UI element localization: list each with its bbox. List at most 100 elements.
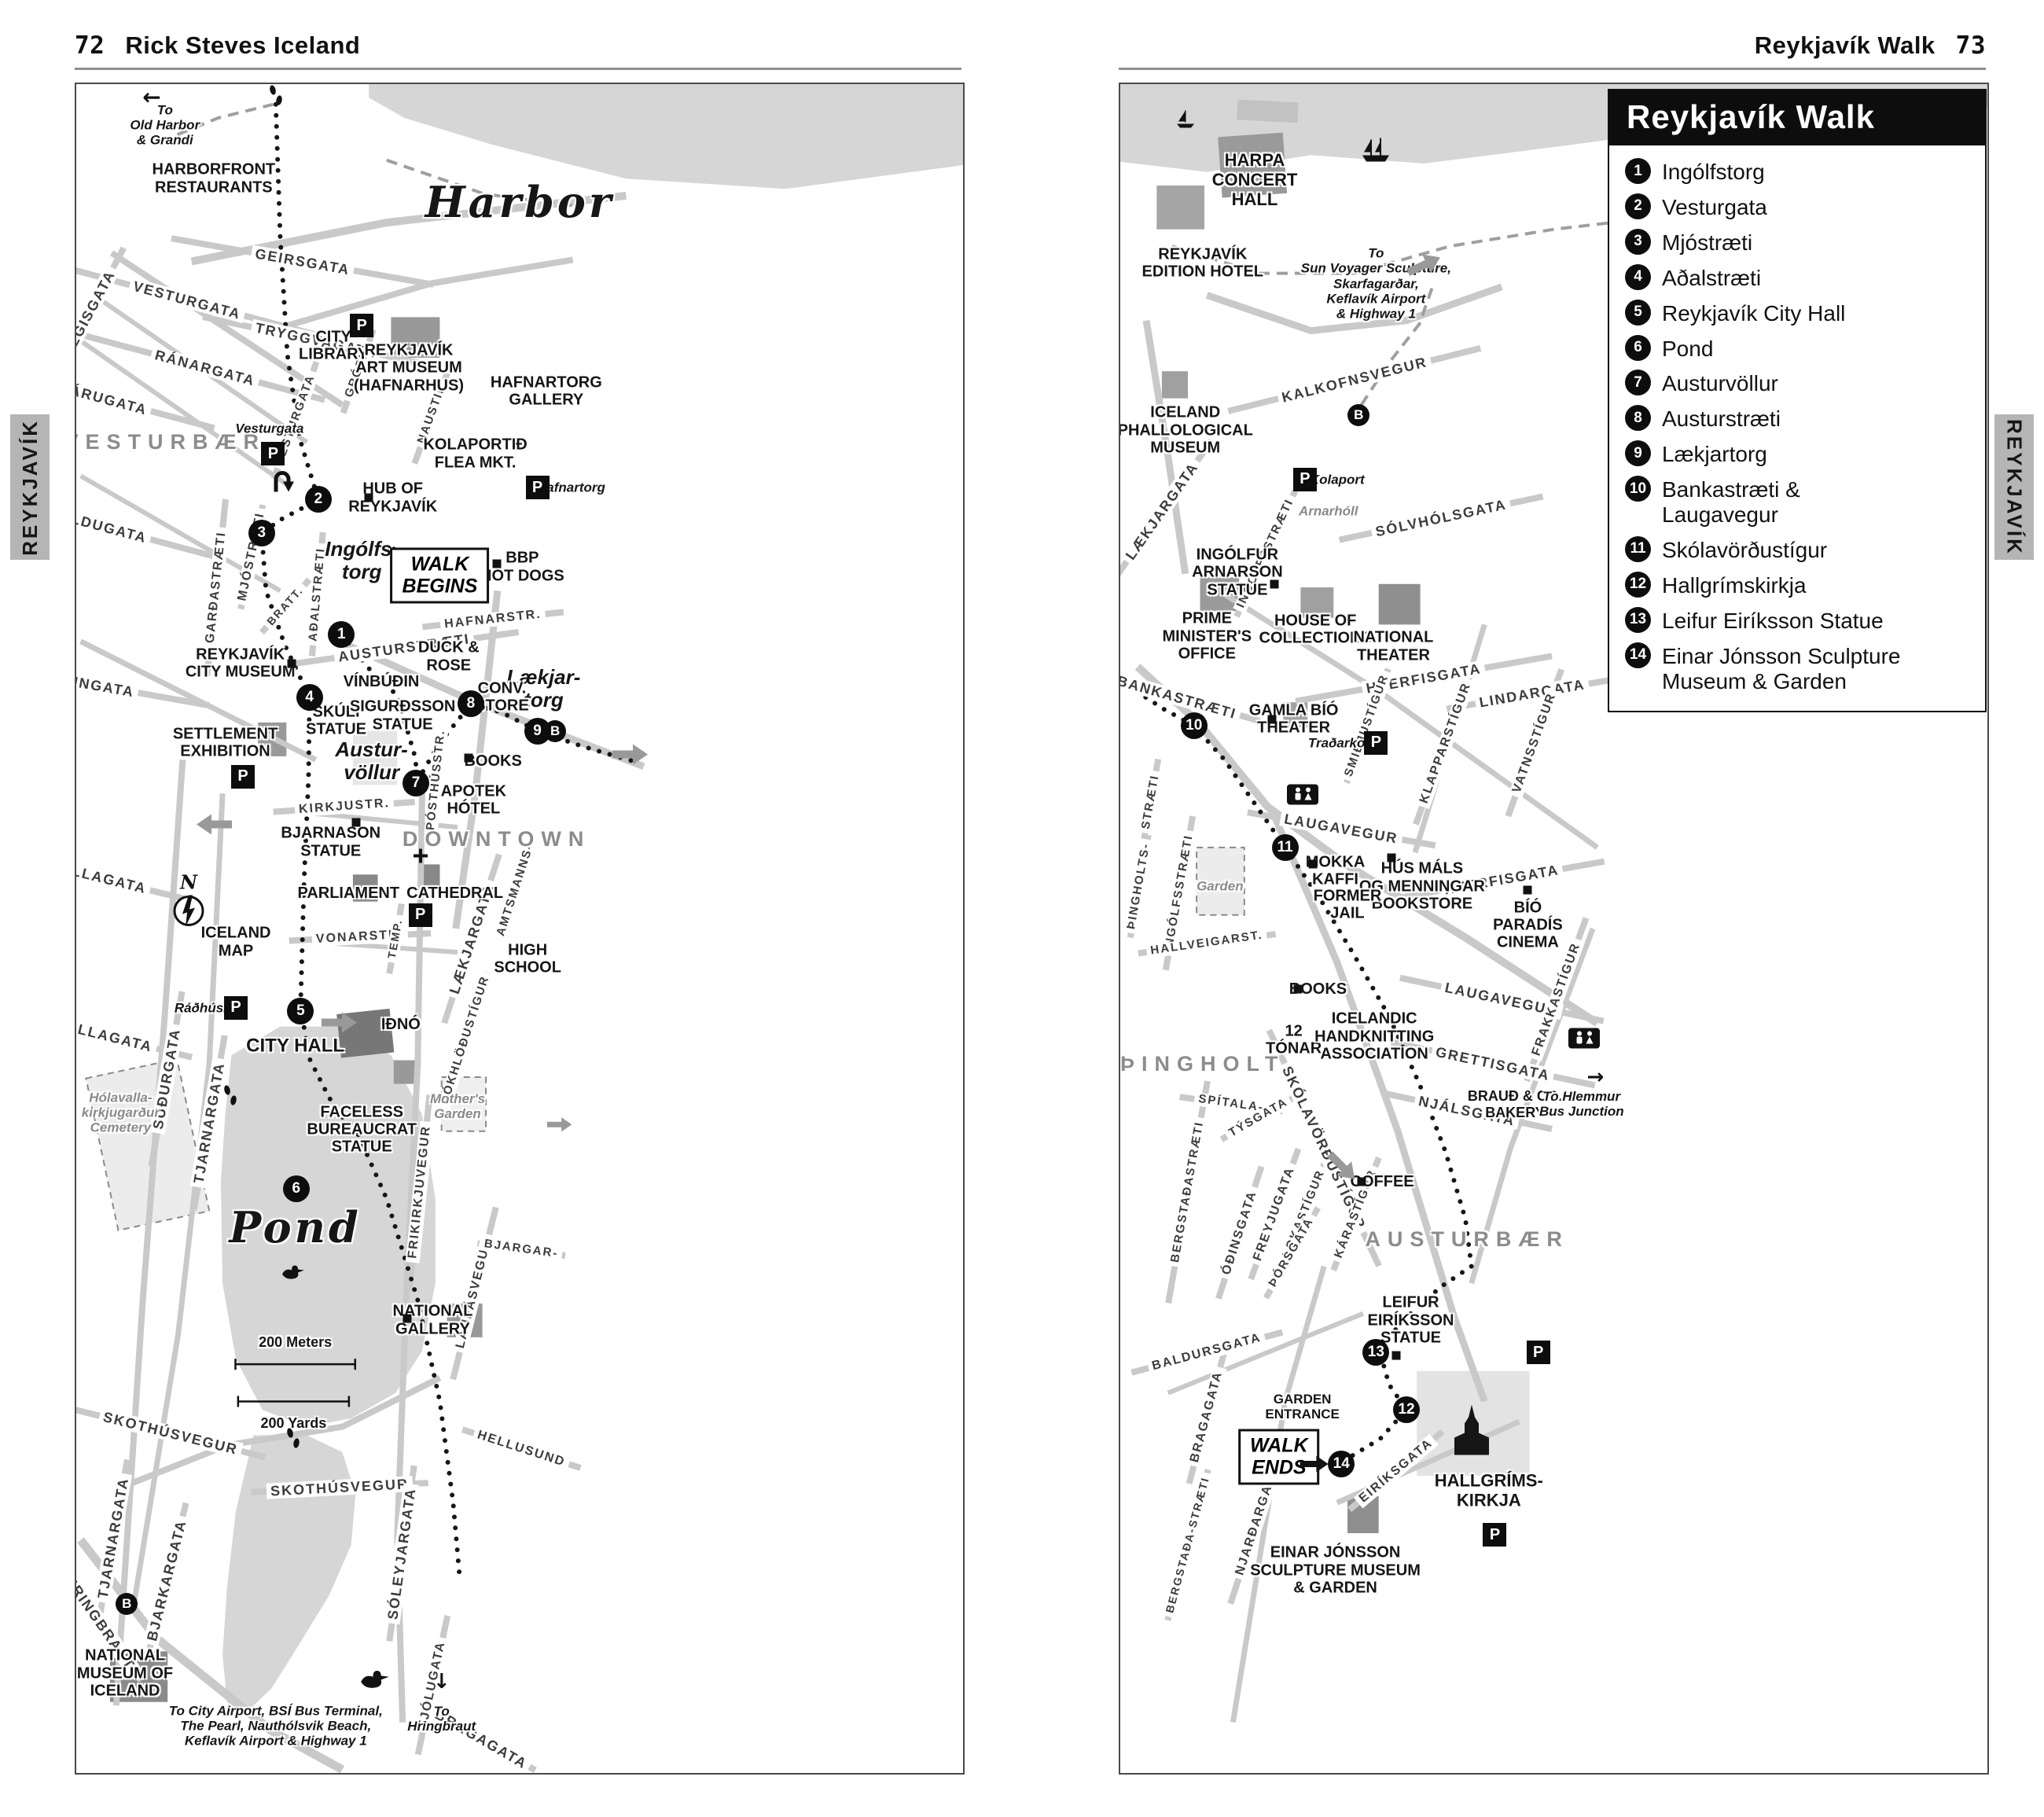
note-garden: Garden	[1197, 878, 1244, 894]
stop-number: 6	[282, 1175, 310, 1202]
poi-kolaportid: KOLAPORTIÐ FLEA MKT.	[423, 436, 528, 472]
poi-city-library: CITY LIBRARY	[299, 328, 369, 363]
poi-braud: BRAUÐ & CO. BAKERY	[1467, 1088, 1562, 1120]
garden-area	[1196, 846, 1245, 916]
restroom-icon-1	[1286, 784, 1318, 809]
marker-gallery	[403, 1314, 412, 1323]
parking-glyph: P	[525, 476, 550, 500]
note-to-sun-voyager: To Sun Voyager Sculpture, Skarfagarðar, …	[1300, 245, 1451, 321]
parking-glyph: P	[1526, 1341, 1550, 1365]
left-page-number: 72	[75, 31, 105, 60]
street-line	[1205, 283, 1503, 335]
poi-former-jail: FORMER JAIL	[1313, 887, 1382, 922]
stop-11-marker: 11	[1271, 833, 1299, 861]
svg-text:N: N	[179, 874, 198, 894]
poi-house-collections: HOUSE OF COLLECTIONS	[1259, 612, 1372, 647]
edition-hotel-building	[1156, 185, 1204, 230]
poi-city-museum: REYKJAVÍK CITY MUSEUM	[185, 646, 296, 681]
parking-icon-tradarkot: P	[1364, 730, 1388, 755]
poi-faceless-statue: FACELESS BUREAUCRAT STATUE	[307, 1103, 417, 1156]
art-museum-building	[391, 317, 440, 358]
marker-city-museum	[287, 659, 296, 668]
poi-settlement: SETTLEMENT EXHIBITION	[172, 725, 278, 760]
walk-ends-box: WALK ENDS	[1238, 1429, 1320, 1485]
poi-cathedral: CATHEDRAL	[406, 884, 504, 902]
poi-conv-store: CONV. STORE	[475, 679, 529, 715]
street-line	[1469, 927, 1596, 1285]
area-downtown: DOWNTOWN	[402, 827, 591, 851]
poi-garden-entrance: GARDEN ENTRANCE	[1265, 1391, 1340, 1422]
street-line	[1230, 1265, 1327, 1723]
stop-number: 7	[403, 770, 430, 797]
route-arrow-cityhall	[322, 1012, 358, 1038]
poi-hus-mals: HÚS MÁLS OG MENNINGAR BOOKSTORE	[1358, 859, 1485, 913]
poi-harpa: HARPA CONCERT HALL	[1211, 150, 1298, 209]
poi-mokka: MOKKA KAFFI	[1305, 853, 1366, 888]
stop-number: 5	[287, 998, 314, 1025]
down-arrow-icon: ↓	[433, 1672, 450, 1692]
walk-route	[1124, 682, 1474, 1466]
stop-number: 4	[296, 683, 323, 711]
poi-marker	[351, 818, 361, 827]
stop-number: 2	[304, 486, 332, 513]
marker-bio-paradis	[1523, 885, 1532, 895]
scale-bar-line	[234, 1359, 357, 1370]
parking-glyph: P	[261, 442, 285, 466]
marker-books	[1293, 984, 1303, 994]
poi-high-school: HIGH SCHOOL	[494, 941, 561, 977]
hallgrimskirkja-icon	[1451, 1404, 1492, 1459]
parking-glyph: P	[231, 764, 256, 789]
duck-icon	[280, 1264, 307, 1286]
label-pond: Pond	[229, 1201, 362, 1252]
street-line	[1167, 1311, 1364, 1396]
note-radhusid: Ráðhúsið	[174, 1000, 236, 1016]
marker-hub	[364, 493, 373, 502]
poi-handknitting: ICELANDIC HANDKNITTING ASSOCIATION	[1314, 1010, 1435, 1063]
water-area	[369, 84, 963, 189]
left-page-title: Rick Steves Iceland	[125, 31, 361, 59]
arrow-glyph: ←	[142, 84, 161, 111]
legend-item-number: 6	[1625, 334, 1651, 361]
legend-item-label: Mjóstræti	[1662, 230, 1753, 255]
poi-coffee: COFFEE	[1350, 1172, 1414, 1190]
legend-item-label: Hallgrímskirkja	[1662, 572, 1807, 598]
poi-city-hall: CITY HALL	[246, 1035, 345, 1057]
parking-icon-radhusid: P	[224, 995, 248, 1020]
bus-icon-laekjartorg: B	[544, 719, 567, 742]
ship-icon	[1360, 136, 1391, 167]
poi-edition-hotel: REYKJAVÍK EDITION HOTEL	[1141, 245, 1264, 281]
area-austurbaer: AUSTURBÆR	[1365, 1227, 1569, 1252]
poi-marker	[1293, 984, 1303, 994]
note-cemetery: Hólavalla- kirkjugarður Cemetery	[81, 1090, 160, 1135]
poi-duck-rose: DUCK & ROSE	[417, 638, 480, 675]
parking-glyph: P	[1292, 467, 1317, 491]
left-page-header: 72 Rick Steves Iceland	[75, 31, 360, 60]
poi-harborfront: HARBORFRONT RESTAURANTS	[152, 160, 276, 197]
poi-vinbudin: VÍNBÚÐIN	[343, 673, 420, 691]
parking-glyph: P	[1483, 1523, 1507, 1547]
route-arrow-hellusund	[546, 1117, 572, 1135]
route-arrow-east	[612, 743, 649, 769]
note-kolaport: Kolaport	[1309, 472, 1365, 487]
street-line	[452, 590, 502, 929]
poi-apotek: APOTEK HÓTEL	[440, 782, 507, 818]
side-tab-left-label: REYKJAVÍK	[17, 418, 42, 556]
stop-3-marker: 3	[248, 520, 275, 547]
poi-prime-minister: PRIME MINISTER'S OFFICE	[1162, 609, 1252, 663]
parking-glyph: P	[350, 314, 374, 338]
stop-8-marker: 8	[457, 690, 484, 718]
poi-art-museum: REYKJAVÍK ART MUSEUM (HAFNARHUS)	[354, 341, 464, 395]
right-arrow-icon: →	[1587, 1067, 1605, 1087]
phallological-building	[1161, 371, 1188, 399]
bus-glyph: B	[544, 719, 567, 742]
legend-item-label: Pond	[1662, 336, 1714, 361]
legend-item-number: 4	[1625, 263, 1651, 290]
marker-hus-mals	[1387, 853, 1396, 863]
poi-sigurdsson-statue: SIGURÐSSON STATUE	[349, 697, 456, 734]
scale-yards: 200 Yards	[260, 1415, 327, 1432]
